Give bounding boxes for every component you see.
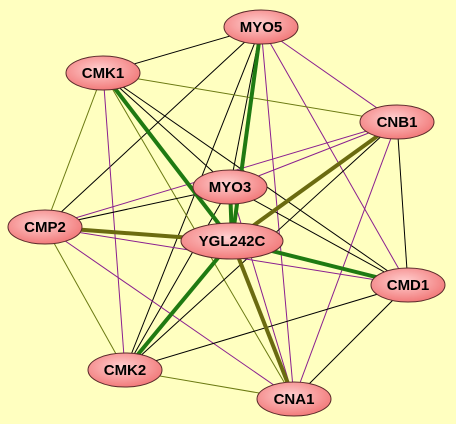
edge-myo5-cmd1 (260, 26, 409, 286)
edge-ygl242c-cmk2 (123, 239, 234, 372)
edge-cmp2-cmk2 (44, 226, 126, 371)
edge-cmk1-cmk2 (102, 72, 126, 371)
edge-cnb1-cna1 (293, 121, 398, 400)
edge-cnb1-ygl242c (230, 120, 399, 243)
node-label: CMK1 (82, 65, 125, 82)
node-ygl242c[interactable]: YGL242C (180, 222, 284, 260)
node-label: CMD1 (387, 277, 430, 294)
node-cmd1[interactable]: CMD1 (370, 267, 446, 303)
node-label: CNA1 (274, 391, 315, 408)
edge-cmk1-myo3 (102, 72, 231, 188)
edge-myo3-cna1 (229, 186, 295, 400)
node-ellipse (65, 55, 141, 91)
node-ellipse (87, 352, 163, 388)
edge-myo5-cnb1 (260, 26, 398, 123)
node-label: MYO5 (240, 19, 283, 36)
node-ellipse (370, 267, 446, 303)
edge-cmp2-cna1 (44, 226, 295, 400)
node-ellipse (256, 381, 332, 417)
node-ellipse (223, 9, 299, 45)
edge-ygl242c-cna1 (230, 240, 296, 400)
edge-myo5-cmp2 (44, 26, 262, 228)
node-label: CMP2 (24, 219, 66, 236)
node-myo3[interactable]: MYO3 (192, 169, 268, 205)
node-cna1[interactable]: CNA1 (256, 381, 332, 417)
node-cmk1[interactable]: CMK1 (65, 55, 141, 91)
node-label: YGL242C (199, 233, 266, 250)
edge-cmd1-cna1 (293, 284, 409, 400)
edge-myo5-cmk2 (124, 26, 262, 371)
edge-cnb1-cmd1 (396, 121, 409, 286)
node-label: CNB1 (377, 114, 418, 131)
node-ellipse (359, 104, 435, 140)
node-ellipse (192, 169, 268, 205)
node-ellipse (180, 222, 284, 260)
node-cmk2[interactable]: CMK2 (87, 352, 163, 388)
edge-cmk1-ygl242c (101, 71, 234, 243)
node-ellipse (7, 209, 83, 245)
node-cmp2[interactable]: CMP2 (7, 209, 83, 245)
edge-myo3-cmd1 (229, 186, 409, 286)
edge-cmk1-cmp2 (44, 72, 104, 228)
edge-myo5-ygl242c (230, 26, 263, 242)
node-cnb1[interactable]: CNB1 (359, 104, 435, 140)
node-label: MYO3 (209, 179, 252, 196)
node-myo5[interactable]: MYO5 (223, 9, 299, 45)
node-label: CMK2 (104, 362, 147, 379)
